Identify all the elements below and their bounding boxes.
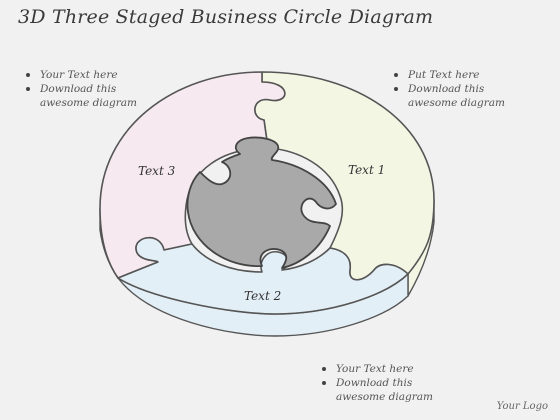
- bullet-icon: [26, 87, 30, 91]
- note-item: Your Text here: [320, 362, 433, 376]
- segment-2-label: Text 2: [244, 289, 281, 303]
- note-item: Put Text here: [392, 68, 505, 82]
- note-item: Download this awesome diagram: [24, 82, 137, 110]
- center-puzzle-piece[interactable]: [186, 136, 337, 269]
- segment-3-label: Text 3: [138, 164, 176, 178]
- bullet-icon: [322, 367, 326, 371]
- notes-top-left: Your Text here Download this awesome dia…: [24, 68, 137, 110]
- notes-top-right: Put Text here Download this awesome diag…: [392, 68, 505, 110]
- bullet-icon: [394, 73, 398, 77]
- bullet-icon: [322, 381, 326, 385]
- note-item: Download this awesome diagram: [392, 82, 505, 110]
- logo-placeholder: Your Logo: [496, 401, 548, 412]
- note-item: Your Text here: [24, 68, 137, 82]
- bullet-icon: [394, 87, 398, 91]
- bullet-icon: [26, 73, 30, 77]
- segment-1-label: Text 1: [348, 163, 385, 177]
- notes-bottom: Your Text here Download this awesome dia…: [320, 362, 433, 404]
- page-title: 3D Three Staged Business Circle Diagram: [18, 6, 434, 28]
- segment-2[interactable]: [117, 236, 409, 315]
- note-item: Download this awesome diagram: [320, 376, 433, 404]
